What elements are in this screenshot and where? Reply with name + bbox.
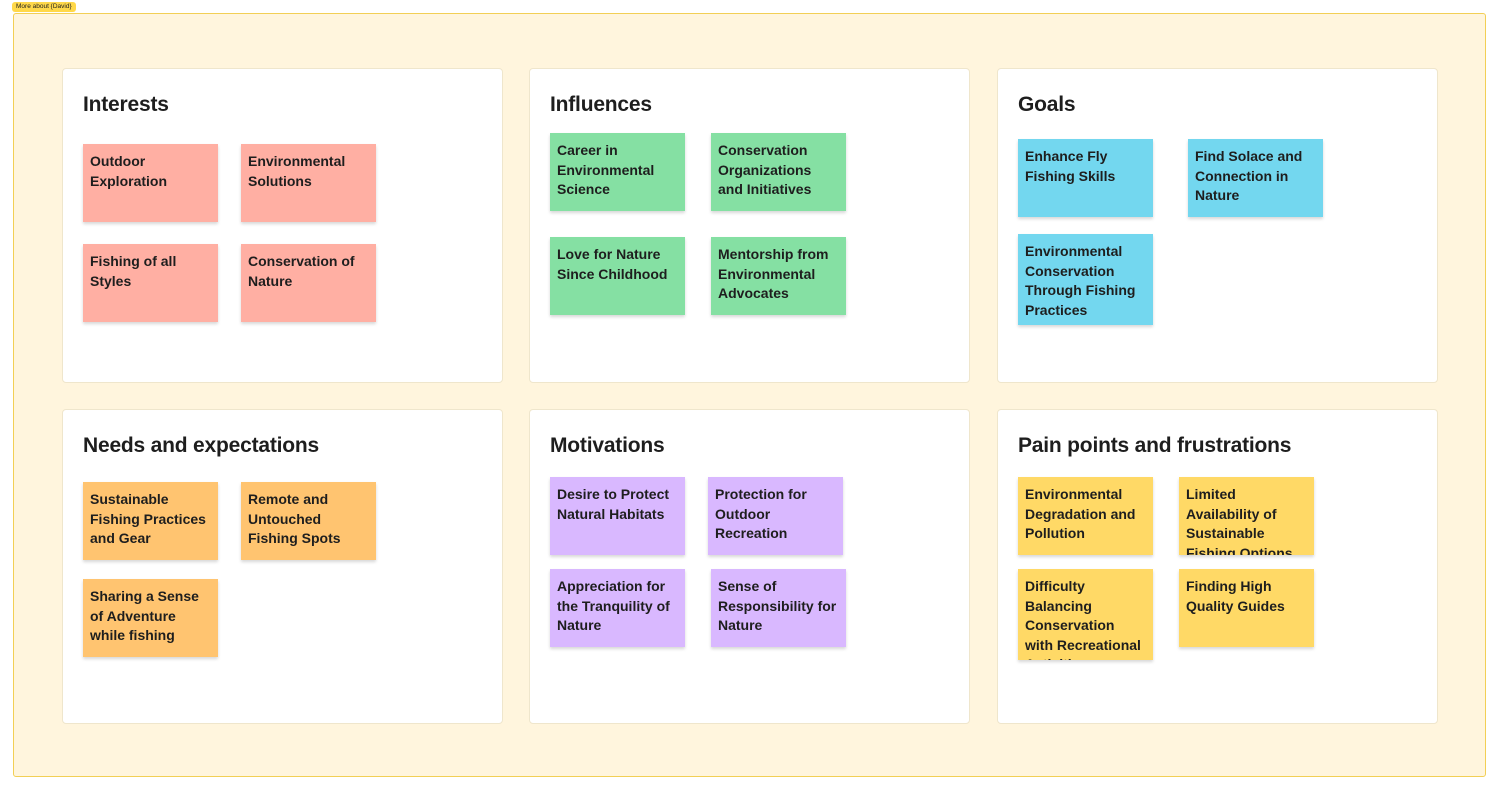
sticky-note[interactable]: Conservation Organizations and Initiativ… xyxy=(711,133,846,211)
persona-frame: Interests Outdoor Exploration Environmen… xyxy=(13,13,1486,777)
sticky-note[interactable]: Finding High Quality Guides xyxy=(1179,569,1314,647)
sticky-note[interactable]: Difficulty Balancing Conservation with R… xyxy=(1018,569,1153,660)
sticky-note[interactable]: Fishing of all Styles xyxy=(83,244,218,322)
sticky-note[interactable]: Appreciation for the Tranquility of Natu… xyxy=(550,569,685,647)
sticky-note[interactable]: Sustainable Fishing Practices and Gear xyxy=(83,482,218,560)
sticky-note[interactable]: Career in Environmental Science xyxy=(550,133,685,211)
card-motivations: Motivations Desire to Protect Natural Ha… xyxy=(529,409,970,724)
sticky-note[interactable]: Desire to Protect Natural Habitats xyxy=(550,477,685,555)
card-needs: Needs and expectations Sustainable Fishi… xyxy=(62,409,503,724)
sticky-note[interactable]: Protection for Outdoor Recreation xyxy=(708,477,843,555)
card-goals: Goals Enhance Fly Fishing Skills Find So… xyxy=(997,68,1438,383)
card-title-goals: Goals xyxy=(1018,93,1076,116)
card-interests: Interests Outdoor Exploration Environmen… xyxy=(62,68,503,383)
sticky-note[interactable]: Love for Nature Since Childhood xyxy=(550,237,685,315)
card-title-motivations: Motivations xyxy=(550,434,665,457)
sticky-note[interactable]: Outdoor Exploration xyxy=(83,144,218,222)
sticky-note[interactable]: Sense of Responsibility for Nature xyxy=(711,569,846,647)
card-pain-points: Pain points and frustrations Environment… xyxy=(997,409,1438,724)
sticky-note[interactable]: Sharing a Sense of Adventure while fishi… xyxy=(83,579,218,657)
sticky-note[interactable]: Find Solace and Connection in Nature xyxy=(1188,139,1323,217)
frame-label[interactable]: More about {David} xyxy=(12,2,76,12)
sticky-note[interactable]: Environmental Solutions xyxy=(241,144,376,222)
sticky-note[interactable]: Enhance Fly Fishing Skills xyxy=(1018,139,1153,217)
card-title-interests: Interests xyxy=(83,93,169,116)
card-title-influences: Influences xyxy=(550,93,652,116)
card-title-pain-points: Pain points and frustrations xyxy=(1018,434,1292,457)
sticky-note[interactable]: Environmental Degradation and Pollution xyxy=(1018,477,1153,555)
sticky-note[interactable]: Mentorship from Environmental Advocates xyxy=(711,237,846,315)
sticky-note[interactable]: Environmental Conservation Through Fishi… xyxy=(1018,234,1153,325)
sticky-note[interactable]: Remote and Untouched Fishing Spots xyxy=(241,482,376,560)
card-influences: Influences Career in Environmental Scien… xyxy=(529,68,970,383)
card-title-needs: Needs and expectations xyxy=(83,434,320,457)
sticky-note[interactable]: Conservation of Nature xyxy=(241,244,376,322)
sticky-note[interactable]: Limited Availability of Sustainable Fish… xyxy=(1179,477,1314,555)
